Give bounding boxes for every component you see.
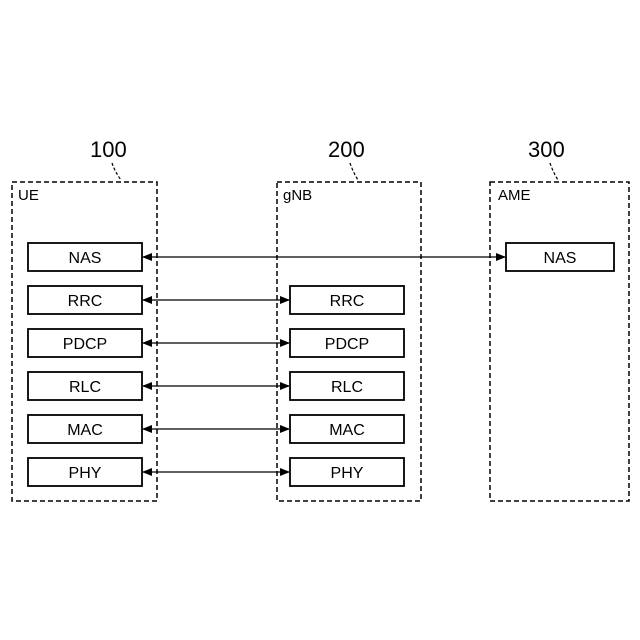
ame-layer-nas: NAS [506, 243, 614, 271]
gnb-label: gNB [283, 187, 312, 204]
ue-label: UE [18, 187, 39, 204]
gnb-layer-pdcp-label: PDCP [325, 336, 369, 353]
ue-layer-phy-label: PHY [69, 465, 102, 482]
gnb-layer-rlc-label: RLC [331, 379, 363, 396]
ue-layer-pdcp-label: PDCP [63, 336, 107, 353]
ue-layer-rrc: RRC [28, 286, 142, 314]
ue-entity: 100 UE [12, 137, 157, 501]
ue-layer-rlc-label: RLC [69, 379, 101, 396]
gnb-reference-number: 200 [328, 137, 365, 162]
ue-layer-rlc: RLC [28, 372, 142, 400]
ue-layer-mac-label: MAC [67, 422, 103, 439]
ue-layer-pdcp: PDCP [28, 329, 142, 357]
ame-entity: 300 AME [490, 137, 629, 501]
ue-layer-nas-label: NAS [69, 250, 102, 267]
ue-layer-rrc-label: RRC [68, 293, 103, 310]
ame-leader-line [550, 163, 558, 180]
gnb-layer-phy-label: PHY [331, 465, 364, 482]
gnb-layer-rlc: RLC [290, 372, 404, 400]
gnb-leader-line [350, 163, 358, 180]
gnb-layer-mac-label: MAC [329, 422, 365, 439]
ue-leader-line [112, 163, 121, 180]
gnb-layer-mac: MAC [290, 415, 404, 443]
ue-layer-mac: MAC [28, 415, 142, 443]
gnb-layer-rrc-label: RRC [330, 293, 365, 310]
ue-layer-nas: NAS [28, 243, 142, 271]
ame-label: AME [498, 187, 531, 204]
ame-dashed-boundary [490, 182, 629, 501]
gnb-layer-pdcp: PDCP [290, 329, 404, 357]
gnb-entity: 200 gNB [277, 137, 421, 501]
ame-layer-nas-label: NAS [544, 250, 577, 267]
ue-reference-number: 100 [90, 137, 127, 162]
ue-layer-phy: PHY [28, 458, 142, 486]
gnb-layer-rrc: RRC [290, 286, 404, 314]
gnb-layer-phy: PHY [290, 458, 404, 486]
ame-reference-number: 300 [528, 137, 565, 162]
